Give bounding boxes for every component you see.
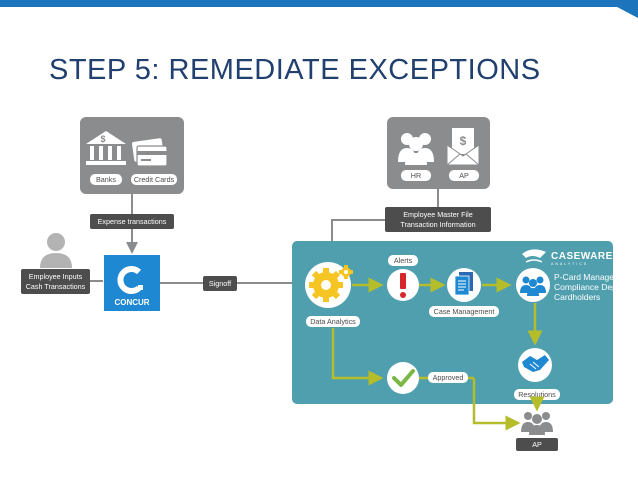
- svg-text:$: $: [100, 134, 105, 144]
- credit-cards-label: Credit Cards: [134, 175, 175, 184]
- employee-inputs-tag: [21, 269, 90, 294]
- svg-text:$: $: [460, 134, 467, 148]
- connector-approved-to-ap: [472, 378, 521, 431]
- ap-bottom-tag: [516, 438, 558, 451]
- alerts-pill: [388, 255, 418, 266]
- document-icon: [447, 268, 481, 302]
- caseware-logo-sub: ANALYTICS: [551, 262, 588, 266]
- people-icon: [398, 133, 434, 165]
- hr-label: HR: [411, 171, 421, 180]
- top-accent-bar: [0, 0, 638, 7]
- alert-icon: [387, 269, 419, 301]
- case-management-label: Case Management: [434, 307, 495, 316]
- handshake-icon: [518, 348, 552, 382]
- pcard-line1: P-Card Manager: [554, 272, 617, 282]
- alerts-label: Alerts: [394, 256, 413, 265]
- approved-label: Approved: [433, 373, 464, 382]
- group-people-icon: [516, 268, 550, 302]
- ap-label-pill: [449, 170, 479, 181]
- data-analytics-pill: [306, 316, 360, 327]
- gears-icon: [305, 262, 353, 308]
- resolutions-pill: [514, 389, 560, 400]
- bank-icon: $: [86, 131, 126, 165]
- ap-people-icon: [521, 412, 553, 435]
- resolutions-label: Resolutions: [518, 390, 556, 399]
- expense-transactions-label: Expense transactions: [98, 217, 167, 226]
- top-corner-notch: [604, 0, 638, 18]
- employee-person-icon: [40, 233, 72, 268]
- hr-label-pill: [401, 170, 431, 181]
- employee-master-line1: Employee Master File: [403, 210, 473, 219]
- banks-label-pill: [90, 174, 122, 185]
- employee-master-line2: Transaction Information: [400, 220, 475, 229]
- signoff-tag: [203, 276, 237, 291]
- ap-bottom-label: AP: [532, 440, 542, 449]
- signoff-label: Signoff: [209, 279, 231, 288]
- envelope-dollar-icon: $: [446, 128, 480, 166]
- banks-label: Banks: [96, 175, 116, 184]
- employee-inputs-line2: Cash Transactions: [26, 282, 86, 291]
- ap-label: AP: [459, 171, 469, 180]
- credit-cards-label-pill: [131, 174, 177, 185]
- page-title: STEP 5: REMEDIATE EXCEPTIONS: [49, 54, 541, 86]
- employee-inputs-line1: Employee Inputs: [29, 272, 83, 281]
- connector-analytics-to-approved: [331, 328, 384, 386]
- caseware-logo-text: CASEWARE: [551, 251, 613, 262]
- caseware-logo: CASEWARE ANALYTICS: [522, 249, 613, 266]
- pcard-line3: Cardholders: [554, 292, 600, 302]
- approved-pill: [428, 372, 468, 383]
- checkmark-icon: [387, 362, 419, 394]
- case-management-pill: [429, 306, 499, 317]
- hr-ap-box: $ HR AP: [387, 117, 490, 189]
- employee-master-tag: [385, 207, 491, 232]
- concur-label: CONCUR: [114, 298, 149, 307]
- concur-logo: CONCUR: [104, 255, 160, 311]
- sources-box: $ Banks Credit Cards: [80, 117, 184, 194]
- pcard-line2: Compliance Dept: [554, 282, 620, 292]
- credit-card-icon: [132, 138, 168, 167]
- data-analytics-label: Data Analytics: [310, 317, 356, 326]
- expense-transactions-tag: [90, 214, 174, 229]
